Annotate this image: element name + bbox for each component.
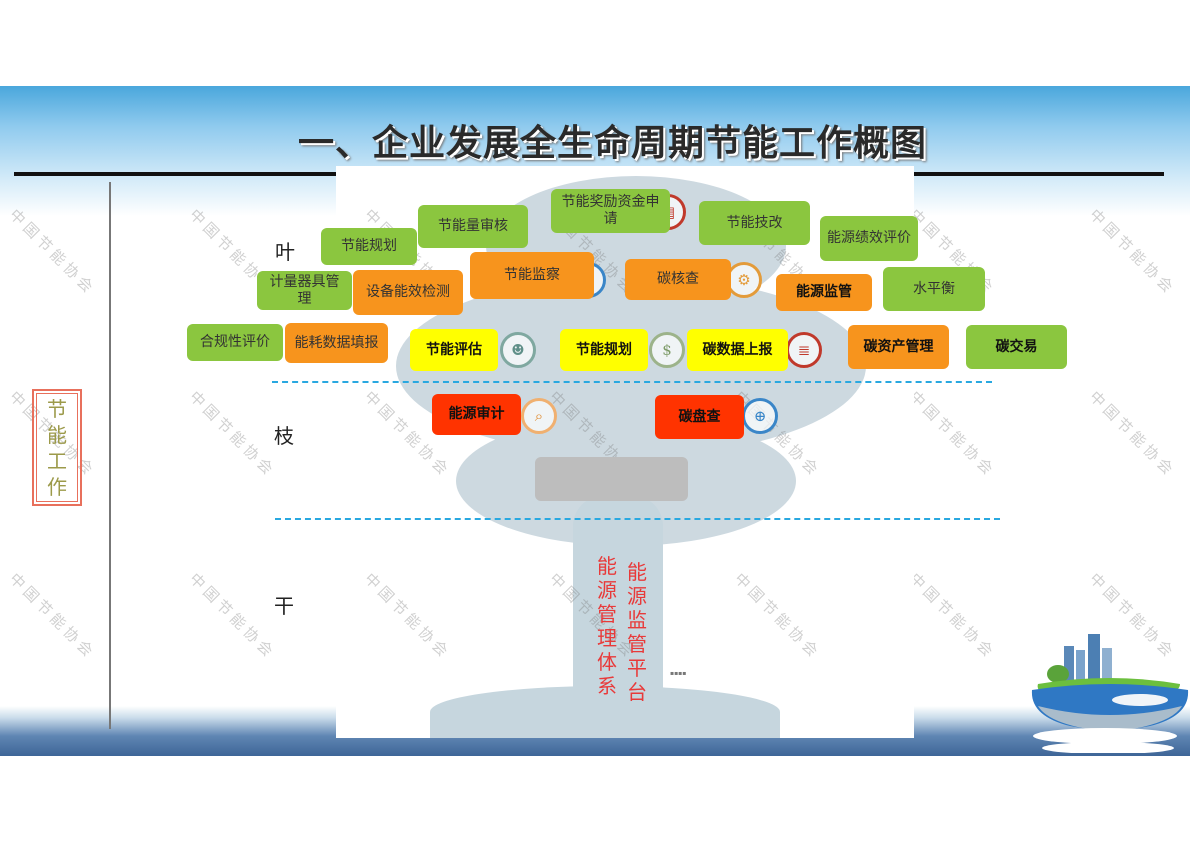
level-label-trunk: 干 [274, 594, 294, 618]
trunk-char: 管 [597, 602, 617, 626]
leaf-item-energy-monitoring[interactable]: 能源监管 [776, 274, 872, 311]
leaf-item-reward-fund-application[interactable]: 节能奖励资金申请 [551, 189, 670, 233]
branch-trunk-divider [275, 518, 1000, 520]
coins-icon: ≣ [786, 332, 822, 368]
leaf-item-energy-assessment[interactable]: 节能评估 [410, 329, 498, 371]
trunk-char: 能 [597, 554, 617, 578]
tree-trunk [573, 496, 663, 716]
level-label-branch: 枝 [274, 424, 294, 448]
trunk-char: 系 [597, 674, 617, 698]
leaf-item-equipment-efficiency-testing[interactable]: 设备能效检测 [353, 270, 463, 315]
branch-item-carbon-inventory[interactable]: 碳盘查 [655, 395, 744, 439]
trunk-char: 管 [627, 632, 647, 656]
watermark: 中国节能协会 [1085, 205, 1180, 299]
leaf-item-technical-retrofit[interactable]: 节能技改 [699, 201, 810, 245]
trunk-char: 理 [597, 626, 617, 650]
watermark: 中国节能协会 [905, 569, 1000, 663]
watermark: 中国节能协会 [5, 569, 100, 663]
level-label-leaf: 叶 [275, 240, 295, 264]
side-label-char: 节 [47, 396, 67, 421]
globe-icon: ⊕ [742, 398, 778, 434]
watermark: 中国节能协会 [5, 205, 100, 299]
money-bag-icon: $ [649, 332, 685, 368]
slide: 中国节能协会 中国节能协会 中国节能协会 中国节能协会 中国节能协会 中国节能协… [0, 86, 1190, 756]
leaf-branch-divider [272, 381, 992, 383]
branch-item-blank[interactable] [535, 457, 688, 501]
trunk-item-energy-management-system[interactable]: 能 源 管 理 体 系 [596, 554, 618, 698]
leaf-item-energy-saving-audit[interactable]: 节能量审核 [418, 205, 528, 248]
tree-roots [430, 686, 780, 738]
leaf-item-carbon-data-reporting[interactable]: 碳数据上报 [687, 329, 788, 371]
side-label-char: 工 [47, 448, 67, 473]
leaf-item-energy-planning-2[interactable]: 节能规划 [560, 329, 648, 371]
trunk-char: 源 [597, 578, 617, 602]
leaf-item-energy-planning[interactable]: 节能规划 [321, 228, 417, 265]
side-label-char: 作 [47, 474, 67, 499]
branch-item-energy-audit[interactable]: 能源审计 [432, 394, 521, 435]
people-icon: ☻ [500, 332, 536, 368]
leaf-item-energy-supervision[interactable]: 节能监察 [470, 252, 594, 299]
side-label-char: 能 [47, 422, 67, 447]
left-vertical-divider [109, 182, 111, 729]
watermark: 中国节能协会 [185, 569, 280, 663]
floating-island-city-image [1031, 634, 1189, 753]
trunk-char: 平 [627, 656, 647, 680]
leaf-item-carbon-verification[interactable]: 碳核查 [625, 259, 731, 300]
trunk-char: 源 [627, 584, 647, 608]
watermark: 中国节能协会 [1085, 387, 1180, 481]
leaf-item-compliance-evaluation[interactable]: 合规性评价 [187, 324, 283, 361]
leaf-item-energy-performance-evaluation[interactable]: 能源绩效评价 [820, 216, 918, 261]
image-caption: ▪▪▪▪ [670, 670, 687, 677]
leaf-item-carbon-asset-management[interactable]: 碳资产管理 [848, 325, 949, 369]
trunk-char: 台 [627, 680, 647, 704]
trunk-item-energy-monitoring-platform[interactable]: 能 源 监 管 平 台 [626, 560, 648, 704]
leaf-item-water-balance[interactable]: 水平衡 [883, 267, 985, 311]
page-title: 一、企业发展全生命周期节能工作概图 [298, 122, 928, 164]
gear-icon: ⚙ [726, 262, 762, 298]
side-label-energy-work: 节 能 工 作 [32, 389, 82, 506]
leaf-item-energy-data-reporting[interactable]: 能耗数据填报 [285, 323, 388, 363]
leaf-item-carbon-trading[interactable]: 碳交易 [966, 325, 1067, 369]
watermark: 中国节能协会 [185, 387, 280, 481]
trunk-char: 监 [627, 608, 647, 632]
trunk-char: 体 [597, 650, 617, 674]
search-folder-icon: ⌕ [521, 398, 557, 434]
leaf-item-metering-management[interactable]: 计量器具管理 [257, 271, 352, 310]
trunk-char: 能 [627, 560, 647, 584]
watermark: 中国节能协会 [905, 387, 1000, 481]
